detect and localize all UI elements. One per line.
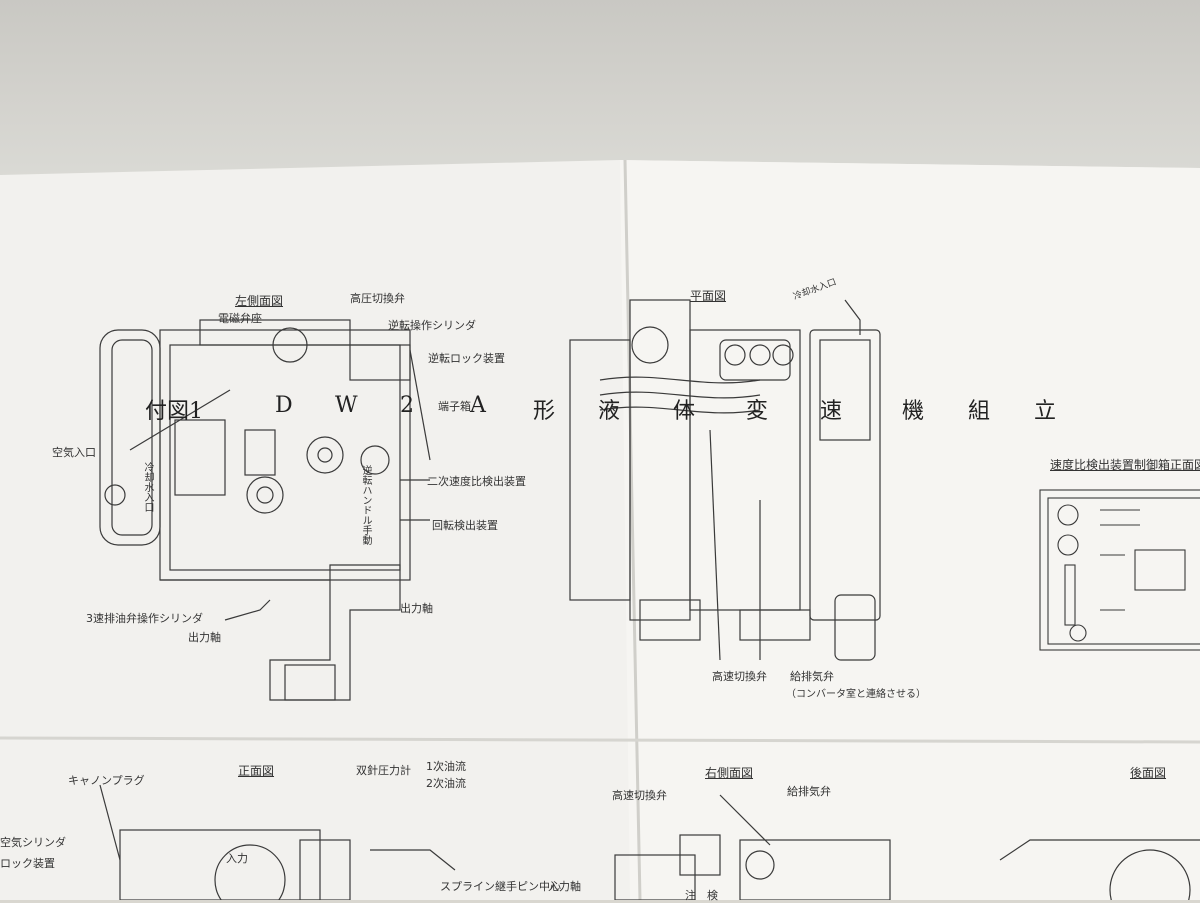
label-output-shaft: 出力軸: [188, 631, 221, 644]
label-reverse-cylinder: 逆転操作シリンダ: [388, 319, 476, 332]
label-rotation-detector: 回転検出装置: [432, 519, 498, 532]
label-right-high-speed-valve: 高速切換弁: [612, 789, 667, 802]
paper-drawing: [0, 159, 1200, 900]
label-high-speed-valve: 高速切換弁: [712, 670, 767, 683]
label-spline: スプライン継手ピン中心: [440, 880, 561, 893]
title-char: 2: [400, 393, 414, 418]
label-reverse-lock: 逆転ロック装置: [428, 352, 505, 365]
label-reverse-handle: 逆転ハンドル手動: [360, 465, 371, 545]
plan-view-heading: 平面図: [690, 289, 727, 303]
title-char: W: [335, 393, 358, 418]
label-oil-cylinder: 3速排油弁操作シリンダ: [86, 612, 203, 625]
label-terminal-box: 端子箱: [438, 400, 471, 413]
left-side-view-heading: 左側面図: [235, 294, 284, 308]
rear-view-heading: 後面図: [1130, 766, 1167, 780]
background-surface: [0, 0, 1200, 180]
label-dual-gauge: 双針圧力計: [356, 764, 411, 777]
title-char: 変: [746, 399, 769, 424]
label-coolant-inlet: 冷却水入口: [142, 462, 153, 512]
title-char: 速: [820, 399, 843, 424]
title-char: 機: [902, 399, 925, 424]
label-vent-note: （コンバータ室と連絡させる）: [786, 689, 926, 700]
label-air-cylinder: 空気シリンダ: [0, 836, 66, 849]
title-char: 形: [533, 399, 556, 424]
figure-number: 付図1: [145, 399, 203, 424]
label-input: 入力: [226, 852, 248, 865]
control-box-heading: 速度比検出装置制御箱正面図: [1050, 458, 1200, 472]
title-char: 組: [968, 399, 991, 424]
label-secondary-flow: 2次油流: [426, 777, 466, 790]
label-right-vent-valve: 給排気弁: [787, 785, 831, 798]
front-view-heading: 正面図: [238, 764, 275, 778]
title-char: 体: [673, 399, 696, 424]
label-solenoid-seat: 電磁弁座: [218, 312, 262, 325]
label-cap-plug: キャノンプラグ: [68, 774, 145, 787]
title-char: 液: [598, 399, 621, 424]
label-secondary-speed-detector: 二次速度比検出装置: [427, 475, 526, 488]
label-high-pressure-valve: 高圧切換弁: [350, 292, 405, 305]
label-lock-device: ロック装置: [0, 857, 55, 870]
control-box-drawing: [1039, 489, 1200, 651]
label-air-inlet: 空気入口: [52, 446, 96, 459]
title-char: A: [470, 393, 486, 418]
label-input-shaft: 入力軸: [548, 880, 581, 893]
label-output-shaft: 出力軸: [400, 602, 433, 615]
title-char: D: [275, 393, 293, 418]
paper-sheet: 付図1 D W 2 A 形 液 体 変 速 機 組 立 左側面図 平面図 正面図…: [0, 150, 1200, 902]
right-side-view-heading: 右側面図: [705, 766, 754, 780]
label-vent-valve: 給排気弁: [790, 670, 834, 683]
left-side-view-drawing: [99, 319, 431, 701]
title-char: 立: [1034, 399, 1057, 424]
label-note: 注 検: [685, 889, 718, 902]
bottom-views-drawing: [99, 784, 1200, 900]
plan-view-drawing: [569, 299, 881, 661]
label-primary-flow: 1次油流: [426, 760, 466, 773]
